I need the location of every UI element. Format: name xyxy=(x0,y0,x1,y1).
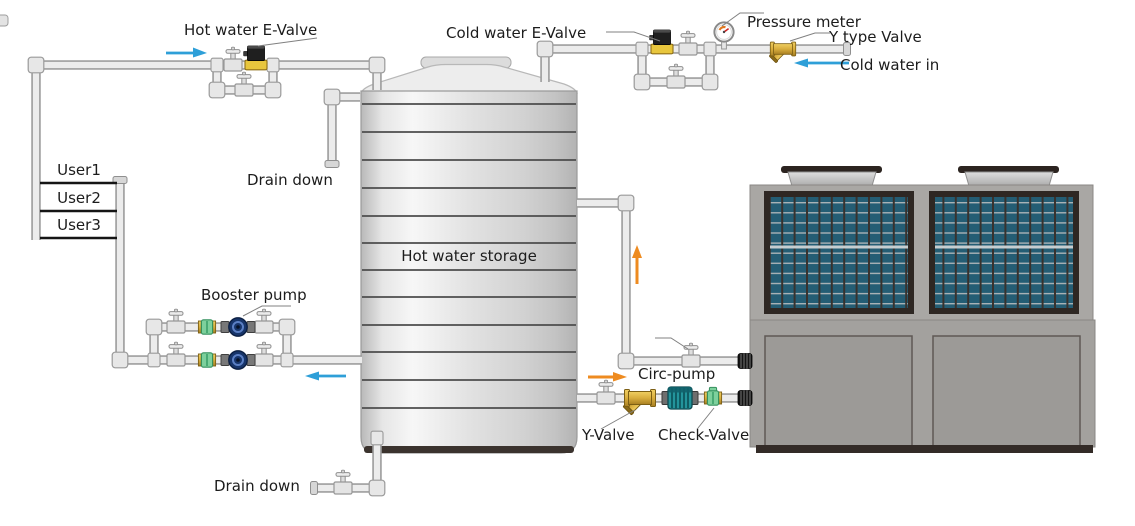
booster-pump-icon xyxy=(220,349,256,371)
flow-arrow-cold-in-icon xyxy=(794,58,849,68)
circ-pump-label: Circ-pump xyxy=(638,365,716,383)
pipe-stub-edge xyxy=(0,14,9,27)
user-branch-lines xyxy=(40,181,117,240)
hot-water-e-valve-label: Hot water E-Valve xyxy=(184,21,318,39)
cold-water-e-valve-icon xyxy=(648,29,674,55)
fan-cylinder-left xyxy=(787,171,877,187)
booster-pump-icon xyxy=(220,316,256,338)
gate-valve-icon xyxy=(166,341,186,367)
heat-pump-base xyxy=(756,445,1093,453)
booster-pump-label: Booster pump xyxy=(201,286,307,304)
cold-water-in-label: Cold water in xyxy=(840,56,940,74)
flow-arrow-hot-supply-icon xyxy=(166,47,207,58)
access-door-left xyxy=(764,335,913,447)
drain-down-bottom-label: Drain down xyxy=(214,477,300,495)
gate-valve-icon xyxy=(678,30,698,56)
drain-down-top-label: Drain down xyxy=(247,171,333,189)
user3-label: User3 xyxy=(57,216,101,234)
check-valve-label: Check-Valve xyxy=(658,426,750,444)
gate-valve-icon xyxy=(596,379,616,405)
gate-valve-icon xyxy=(666,63,686,89)
flow-arrow-circ-icon xyxy=(588,372,627,382)
circ-pump-icon xyxy=(661,386,699,410)
tank-base-strip xyxy=(364,446,574,453)
gate-valve-icon xyxy=(223,46,243,72)
coil-panel-right xyxy=(935,197,1073,308)
access-door-right xyxy=(932,335,1081,447)
y-valve-label: Y-Valve xyxy=(582,426,635,444)
fan-cylinder-right xyxy=(964,171,1054,187)
gate-valve-icon xyxy=(333,469,353,495)
pipe-connector-icon xyxy=(737,389,753,407)
leader-lines xyxy=(242,12,830,430)
cold-water-e-valve-label: Cold water E-Valve xyxy=(446,24,587,42)
tank-body xyxy=(360,90,578,454)
gate-valve-icon xyxy=(166,308,186,334)
pipe-connector-icon xyxy=(737,352,753,370)
tank-dome xyxy=(360,63,578,94)
gate-valve-icon xyxy=(234,71,254,97)
tank-bands xyxy=(362,103,576,409)
coil-panel-left xyxy=(770,197,908,308)
y-type-valve-label: Y type Valve xyxy=(829,28,922,46)
user1-label: User1 xyxy=(57,161,101,179)
y-valve-icon xyxy=(622,389,656,416)
hot-water-tank xyxy=(360,56,578,454)
fan-outlet-right xyxy=(958,166,1059,173)
fan-outlet-left xyxy=(781,166,882,173)
flow-arrow-booster-icon xyxy=(305,371,346,381)
check-valve-icon xyxy=(197,351,217,369)
y-type-valve-icon xyxy=(768,41,797,64)
hot-water-e-valve-icon xyxy=(242,45,268,71)
flow-arrow-hot-return-icon xyxy=(632,245,642,284)
check-valve-icon xyxy=(197,318,217,336)
tank-label: Hot water storage xyxy=(401,247,537,265)
heat-pump-unit xyxy=(749,166,1096,453)
gate-valve-icon xyxy=(254,341,274,367)
pressure-meter-label: Pressure meter xyxy=(747,13,861,31)
user2-label: User2 xyxy=(57,189,101,207)
gate-valve-icon xyxy=(254,308,274,334)
check-valve-icon xyxy=(704,387,721,405)
